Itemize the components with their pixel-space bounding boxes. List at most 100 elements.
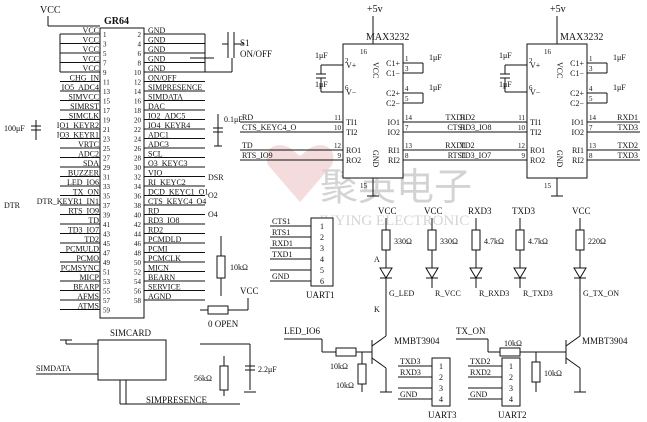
gr64-o2: O2 — [208, 191, 218, 200]
gr64-left-pin-label: TX_ON — [73, 188, 99, 197]
gr64-right-pin-num: 54 — [134, 278, 142, 286]
gr64-right-pin-num: 44 — [134, 231, 142, 239]
max2-pin-right: RI1 — [572, 146, 584, 155]
max2-cap-pin: 6 — [529, 84, 533, 92]
gr64-left-pin-label: PCMULD — [66, 245, 100, 254]
gr64-right-pin-num: 2 — [138, 31, 142, 39]
led-resistor — [515, 229, 525, 251]
uart3-body — [431, 357, 451, 407]
max2-pin-left: TI1 — [530, 118, 542, 127]
gr64-right-pin-label: O3_KEYC3 — [148, 159, 188, 168]
max1-vcc-pin: 16 — [360, 48, 368, 56]
max2-ext-left: RD3_IO8 — [460, 123, 492, 132]
simcard-presence: SIMPRESENCE — [146, 395, 208, 405]
gr64-vcc-rail: VCC — [40, 5, 61, 16]
max1-ext-left: TD — [242, 141, 253, 150]
max1-pin-left: V+ — [346, 61, 357, 70]
gr64-right-pin-label: IO4_KEYR4 — [148, 121, 190, 130]
gr64-left-pin-num: 25 — [103, 145, 111, 153]
gr64-left-pin-num: 39 — [103, 212, 111, 220]
uart1-pin: 1 — [320, 222, 324, 231]
uart3-pin: 4 — [439, 395, 443, 404]
uart1-pin: 4 — [320, 255, 324, 264]
gr64-left-pin-num: 21 — [103, 126, 111, 134]
gr64-right-pin-num: 32 — [134, 174, 142, 182]
gr64-right-pin-num: 30 — [134, 164, 142, 172]
max2-pin-left: TI2 — [530, 128, 542, 137]
q2-r1: 10kΩ — [504, 339, 522, 348]
max1-cap-pin: 1 — [405, 55, 409, 63]
max1-title: MAX3232 — [366, 32, 409, 43]
uart1-pin: 6 — [320, 277, 324, 286]
open-resistor: VCC 0 OPEN 10kΩ — [200, 236, 259, 329]
max2-vcc-pin: 16 — [544, 48, 552, 56]
gr64-left-pin-num: 53 — [103, 278, 111, 286]
gr64-right-pin-num: 8 — [138, 60, 142, 68]
switch-label: ON/OFF — [240, 49, 272, 59]
max1-pin-right: C1+ — [386, 59, 400, 68]
gr64-right-pin-label: IO2_ADC5 — [148, 112, 185, 121]
simcard-res: 56kΩ — [194, 374, 212, 383]
gr64-left-pin-num: 45 — [103, 240, 111, 248]
uart3-signal: GND — [400, 390, 418, 399]
uart3-signal: TXD3 — [400, 357, 420, 366]
max1-rail: +5v — [367, 4, 383, 15]
max1-ext-right-num: 8 — [405, 152, 409, 160]
max1-body — [342, 43, 404, 179]
gr64-left-pin-num: 29 — [103, 164, 111, 172]
gr64-right-pin-label: MICN — [148, 264, 169, 273]
led-label: R_VCC — [435, 289, 461, 298]
led-resistor — [575, 229, 585, 251]
gr64-right-pin-num: 10 — [134, 69, 142, 77]
max2-pin-right: C1− — [570, 69, 584, 78]
max1-ext-left-num: 9 — [338, 152, 342, 160]
max1-cap-pin: 2 — [345, 57, 349, 65]
max1-ext-left-num: 10 — [334, 124, 342, 132]
gr64-right-pin-num: 34 — [134, 183, 142, 191]
uart3-name: UART3 — [428, 410, 457, 420]
led-diode-icon — [379, 267, 393, 279]
gr64-right-pin-num: 18 — [134, 107, 142, 115]
max1-ext-right-num: 13 — [405, 142, 413, 150]
gr64-left-pin-num: 5 — [103, 50, 107, 58]
gr64-right-pin-num: 40 — [134, 212, 142, 220]
gr64-left-pin-label: IO5_ADC4 — [62, 83, 99, 92]
max1-pin-right: IO2 — [388, 128, 400, 137]
gr64-right-pin-label: RD — [148, 207, 159, 216]
led-diode-icon — [425, 267, 439, 279]
max1-ext-right-num: 14 — [405, 114, 413, 122]
simcard-title: SIMCARD — [110, 328, 152, 338]
gr64-right-pin-label: SCL — [148, 150, 163, 159]
gr64-left-pin-label: TD2 — [84, 235, 99, 244]
gr64-right-pin-num: 58 — [134, 297, 142, 305]
uart1-signal: RXD1 — [272, 239, 293, 248]
max2-pin-left: RO2 — [530, 156, 545, 165]
led-top-label: VCC — [424, 206, 443, 216]
max2-ext-left: TD3_IO7 — [460, 151, 491, 160]
led-top-label: TXD3 — [512, 206, 535, 216]
gr64-right-pin-label: PCMCLK — [148, 254, 181, 263]
open-vcc: VCC — [240, 286, 259, 296]
uart2-pin: 1 — [509, 362, 513, 371]
gr64-right-pin-label: GND — [148, 55, 166, 64]
max1-cap-pin: 3 — [405, 65, 409, 73]
uart3-pin: 2 — [439, 373, 443, 382]
gr64-right-pin-num: 26 — [134, 145, 142, 153]
max1-pin-left: TI1 — [346, 118, 358, 127]
gr64-title: GR64 — [104, 16, 129, 27]
uart2-body — [501, 357, 521, 407]
gr64-left-pin-num: 37 — [103, 202, 111, 210]
gr64-left-pin-label: MICP — [79, 273, 99, 282]
gr64-right-pin-num: 22 — [134, 126, 142, 134]
transistor-q1: LED_IO6 10kΩ MMBT3904 10kΩ — [284, 288, 440, 393]
max2-pin-left: V− — [530, 88, 541, 97]
gr64-left-pin-label: IO3_KEYR1 — [57, 131, 99, 140]
switch-name: S1 — [240, 38, 250, 48]
max1-ext-right: CTS1 — [447, 123, 466, 132]
gr64-left-pin-label: SIMRST — [70, 102, 99, 111]
max2-ext-right: TXD3 — [618, 123, 638, 132]
q1-r1: 10kΩ — [330, 362, 348, 371]
